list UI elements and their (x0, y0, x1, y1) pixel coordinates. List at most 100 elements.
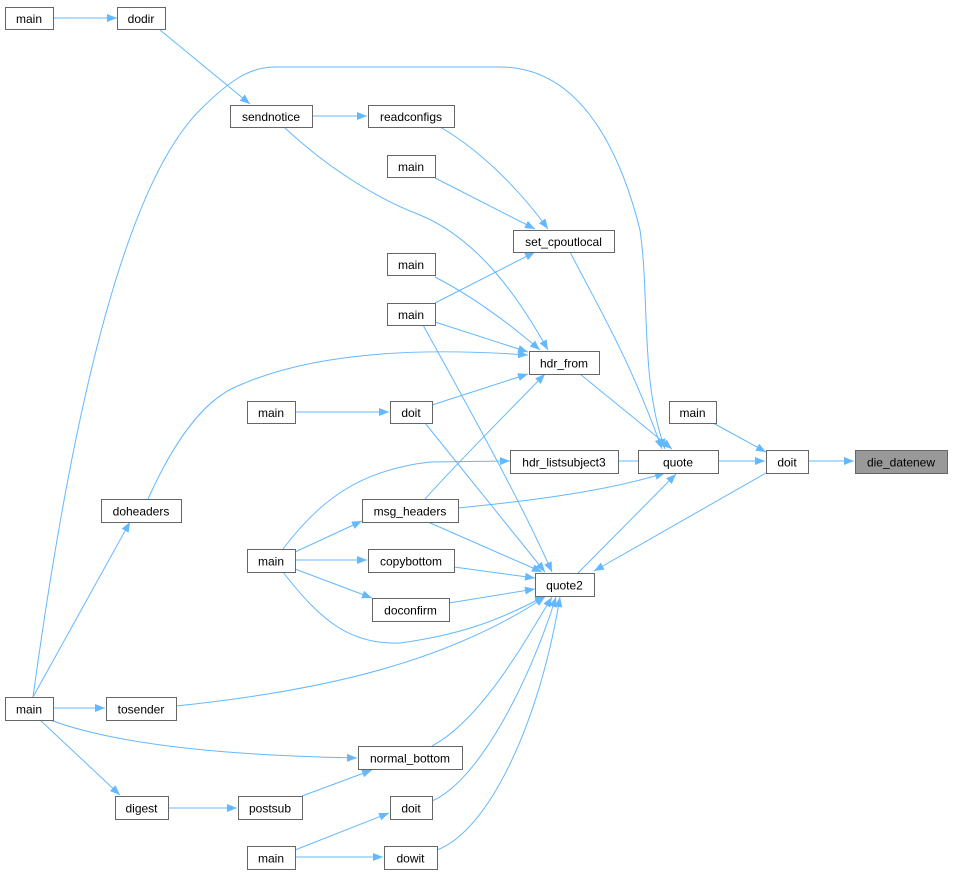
node-box (638, 450, 719, 474)
node-box (669, 401, 717, 424)
edge-postsub-to-normal_bottom (301, 769, 373, 797)
node-box (106, 697, 177, 721)
edge-main_mid-to-msg_headers (294, 520, 363, 553)
node-main6[interactable]: main (247, 401, 296, 424)
node-box (247, 846, 296, 870)
node-main1[interactable]: main (5, 7, 54, 30)
edge-msg_headers-to-quote (457, 472, 666, 509)
node-box (247, 549, 296, 573)
edge-main_mid-to-quote2 (282, 571, 546, 644)
node-box (5, 7, 54, 30)
node-label: main (258, 555, 284, 569)
node-dodir[interactable]: dodir (117, 7, 166, 30)
node-die_datenew[interactable]: die_datenew (855, 450, 948, 474)
node-main_bot[interactable]: main (247, 846, 296, 870)
edge-quote2-to-quote (577, 473, 677, 574)
node-label: doit (401, 802, 421, 816)
node-label: main (398, 258, 424, 272)
node-digest[interactable]: digest (115, 796, 169, 820)
node-label: main (398, 308, 424, 322)
node-label: main (258, 852, 284, 866)
node-box (115, 796, 169, 820)
edge-doit3-to-quote2 (431, 596, 557, 802)
node-quote[interactable]: quote (638, 450, 719, 474)
node-msg_headers[interactable]: msg_headers (362, 499, 459, 523)
edge-main4-to-quote2 (422, 324, 553, 573)
node-label: sendnotice (242, 110, 300, 124)
node-label: quote2 (546, 579, 583, 593)
node-box (5, 697, 54, 721)
node-box (362, 499, 459, 523)
edge-readconfigs-to-set_cpoutlocal (439, 126, 549, 230)
node-label: dowit (396, 852, 425, 866)
node-label: main (679, 406, 705, 420)
edge-hdr_from-to-quote (579, 373, 673, 450)
node-main_left[interactable]: main (5, 697, 54, 721)
edge-main_mid-to-hdr_listsubject3 (282, 457, 511, 550)
edge-doit1-to-quote2 (424, 422, 546, 573)
node-label: readconfigs (380, 110, 442, 124)
edge-doit1-to-hdr_from (431, 373, 529, 406)
node-label: main (16, 703, 42, 717)
node-doconfirm[interactable]: doconfirm (372, 598, 450, 622)
node-label: hdr_listsubject3 (522, 456, 606, 470)
node-doit3[interactable]: doit (390, 796, 433, 820)
edge-main3-to-hdr_from (434, 276, 541, 351)
edge-sendnotice-to-hdr_from (284, 127, 549, 351)
node-box (855, 450, 948, 474)
node-sendnotice[interactable]: sendnotice (230, 105, 313, 128)
node-label: doconfirm (384, 604, 437, 618)
node-dowit[interactable]: dowit (384, 846, 438, 870)
edge-normal_bottom-to-quote2 (431, 596, 553, 747)
node-box (384, 846, 438, 870)
node-label: copybottom (380, 555, 442, 569)
node-tosender[interactable]: tosender (106, 697, 177, 721)
node-doheaders[interactable]: doheaders (101, 499, 182, 523)
node-box (387, 155, 436, 178)
edge-main_mid-to-doconfirm (294, 568, 373, 599)
node-box (368, 105, 455, 128)
node-doit1[interactable]: doit (390, 401, 433, 424)
edge-doheaders-to-hdr_from (147, 350, 529, 500)
node-main2[interactable]: main (387, 155, 436, 178)
node-label: postsub (249, 802, 291, 816)
node-postsub[interactable]: postsub (238, 796, 303, 820)
node-box (387, 253, 436, 276)
node-box (387, 303, 436, 326)
node-label: digest (125, 802, 158, 816)
edge-main4-to-set_cpoutlocal (434, 251, 536, 304)
node-label: hdr_from (540, 357, 588, 371)
node-label: main (16, 12, 42, 26)
edge-main2-to-set_cpoutlocal (434, 177, 536, 230)
edge-dowit-to-quote2 (436, 596, 563, 851)
node-set_cpoutlocal[interactable]: set_cpoutlocal (513, 230, 615, 253)
node-box (390, 401, 433, 424)
node-main4[interactable]: main (387, 303, 436, 326)
node-normal_bottom[interactable]: normal_bottom (358, 746, 463, 770)
node-main_mid[interactable]: main (247, 549, 296, 573)
node-label: set_cpoutlocal (525, 235, 602, 249)
node-label: main (398, 160, 424, 174)
node-hdr_listsubject3[interactable]: hdr_listsubject3 (510, 450, 619, 474)
edge-main4-to-hdr_from (434, 321, 529, 353)
node-quote2[interactable]: quote2 (535, 573, 595, 597)
node-main3[interactable]: main (387, 253, 436, 276)
node-label: main (258, 406, 284, 420)
edge-msg_headers-to-quote2 (427, 521, 543, 573)
node-box (238, 796, 303, 820)
node-main5[interactable]: main (669, 401, 717, 424)
node-hdr_from[interactable]: hdr_from (529, 351, 600, 375)
node-box (513, 230, 615, 253)
edge-main_left-to-quote (32, 66, 666, 698)
edge-dodir-to-sendnotice (159, 29, 251, 105)
node-copybottom[interactable]: copybottom (368, 549, 455, 573)
node-label: die_datenew (867, 456, 935, 470)
node-readconfigs[interactable]: readconfigs (368, 105, 455, 128)
node-box (390, 796, 433, 820)
node-doit2[interactable]: doit (766, 450, 809, 474)
node-label: quote (663, 456, 693, 470)
edge-tosender-to-quote2 (175, 596, 546, 707)
node-label: normal_bottom (370, 752, 450, 766)
edge-copybottom-to-quote2 (453, 566, 536, 581)
